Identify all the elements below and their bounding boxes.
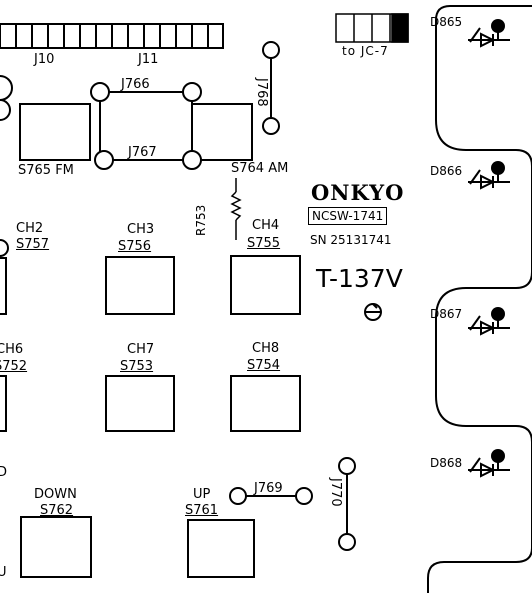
label-j768: J768 (254, 78, 269, 107)
switch-pad-up (187, 519, 255, 578)
switch-pad-ch6 (0, 375, 7, 432)
label-s753: S753 (120, 359, 154, 374)
jumper-j770 (338, 457, 356, 551)
jumper-j769 (229, 487, 313, 505)
part-number: NCSW-1741 (308, 207, 388, 225)
label-d865: D865 (430, 15, 463, 29)
label-j770: J770 (328, 478, 343, 507)
switch-pad-down (20, 516, 92, 578)
label-s762: S762 (40, 503, 74, 518)
label-d866: D866 (430, 164, 463, 178)
resistor-r753 (230, 178, 242, 240)
label-ch8: CH8 (252, 341, 280, 356)
board-outline-right (427, 5, 532, 593)
label-ch3: CH3 (127, 222, 155, 237)
label-s754: S754 (247, 358, 281, 373)
led-d868-icon (468, 449, 510, 478)
label-ch4: CH4 (252, 218, 280, 233)
mounting-mark-icon (364, 303, 382, 321)
switch-s765 (19, 103, 91, 161)
label-ch2: CH2 (16, 221, 44, 236)
edge-fragment-d: D (0, 465, 8, 480)
led-d865-icon (468, 19, 510, 48)
label-ch7: CH7 (127, 342, 155, 357)
switch-s764 (191, 103, 253, 161)
label-down: DOWN (34, 487, 77, 502)
connector-to-jc7 (335, 13, 409, 43)
jumper-j768 (262, 41, 280, 135)
label-s752: S752 (0, 359, 28, 374)
brand-logo-onkyo: ONKYO (311, 180, 405, 205)
led-d866-icon (468, 161, 510, 190)
jumper-j767 (94, 100, 202, 170)
left-edge-pads (0, 75, 13, 257)
label-r753: R753 (194, 204, 208, 236)
label-s755: S755 (247, 236, 281, 251)
label-to-jc7: to JC-7 (342, 44, 389, 58)
connector-header-j10-j11 (0, 23, 224, 49)
switch-pad-ch3 (105, 256, 175, 315)
label-ch6: CH6 (0, 342, 24, 357)
label-s757: S757 (16, 237, 50, 252)
label-up: UP (193, 487, 211, 502)
switch-pad-ch8 (230, 375, 301, 432)
serial-number: SN 25131741 (310, 233, 392, 247)
label-d868: D868 (430, 456, 463, 470)
label-j769: J769 (254, 481, 283, 496)
label-j10: J10 (34, 52, 55, 67)
edge-fragment-u: U (0, 565, 7, 580)
switch-pad-ch4 (230, 255, 301, 315)
label-s764-am: S764 AM (231, 161, 289, 176)
model-number: T-137V (316, 264, 403, 293)
label-j766: J766 (121, 77, 150, 92)
label-s761: S761 (185, 503, 219, 518)
label-d867: D867 (430, 307, 463, 321)
label-s765-fm: S765 FM (18, 163, 74, 178)
switch-pad-ch7 (105, 375, 175, 432)
switch-pad-ch2 (0, 257, 7, 315)
label-s756: S756 (118, 239, 152, 254)
label-j11: J11 (138, 52, 159, 67)
led-d867-icon (468, 307, 510, 336)
label-j767: J767 (128, 145, 157, 160)
